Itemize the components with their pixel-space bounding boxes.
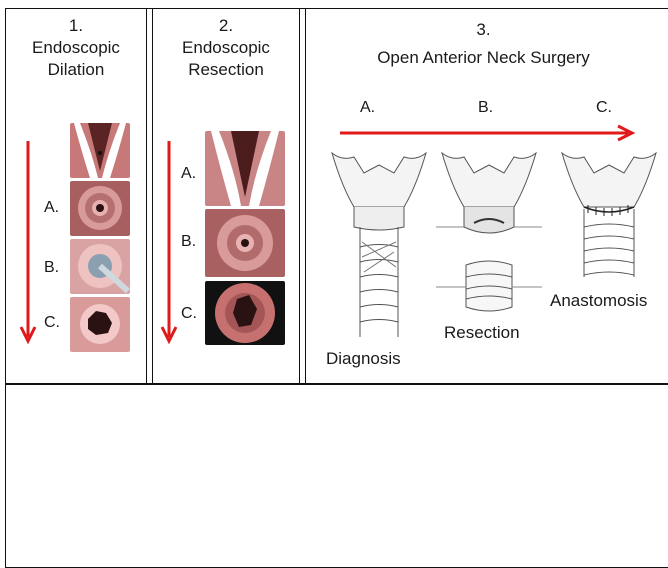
caption-resection: Resection (444, 323, 520, 343)
panel-1-step-b: B. (44, 259, 59, 277)
red-arrow-icon (340, 123, 640, 143)
endoscopic-image (205, 131, 285, 206)
endoscopic-image (205, 281, 285, 345)
panel-2-title-line1: Endoscopic (153, 37, 299, 58)
panel-2-title-line2: Resection (153, 59, 299, 80)
panel-2-step-c: C. (181, 305, 197, 323)
endoscopic-image (70, 239, 130, 294)
endoscopic-image (205, 209, 285, 277)
panel-3-number: 3. (306, 19, 661, 40)
panel-2-step-a: A. (181, 165, 196, 183)
panel-1-step-a: A. (44, 199, 59, 217)
panel-1-step-c: C. (44, 314, 60, 332)
endoscopic-image (70, 123, 130, 178)
endoscopic-image (70, 297, 130, 352)
caption-diagnosis: Diagnosis (326, 349, 401, 369)
panel-1-title-line1: Endoscopic (6, 37, 146, 58)
panel-open-neck-surgery: 3. Open Anterior Neck Surgery A. B. C. D… (305, 8, 668, 384)
panel-3-step-b: B. (478, 99, 493, 117)
red-arrow-icon (159, 141, 179, 351)
panel-2-number: 2. (153, 15, 299, 36)
panel-endoscopic-dilation: 1. Endoscopic Dilation A. B. C. (5, 8, 147, 384)
trachea-sketch-anastomosis (554, 147, 664, 287)
panel-3-step-c: C. (596, 99, 612, 117)
red-arrow-icon (18, 141, 38, 351)
panel-endoscopic-resection: 2. Endoscopic Resection A. B. C. (152, 8, 300, 384)
panel-3-step-a: A. (360, 99, 375, 117)
endoscopic-image (70, 181, 130, 236)
caption-anastomosis: Anastomosis (550, 291, 647, 311)
panel-2-step-b: B. (181, 233, 196, 251)
panel-3-title: Open Anterior Neck Surgery (306, 47, 661, 68)
trachea-sketch-diagnosis (324, 147, 434, 347)
panel-1-title-line2: Dilation (6, 59, 146, 80)
trachea-sketch-resection (434, 147, 544, 317)
panel-1-number: 1. (6, 15, 146, 36)
